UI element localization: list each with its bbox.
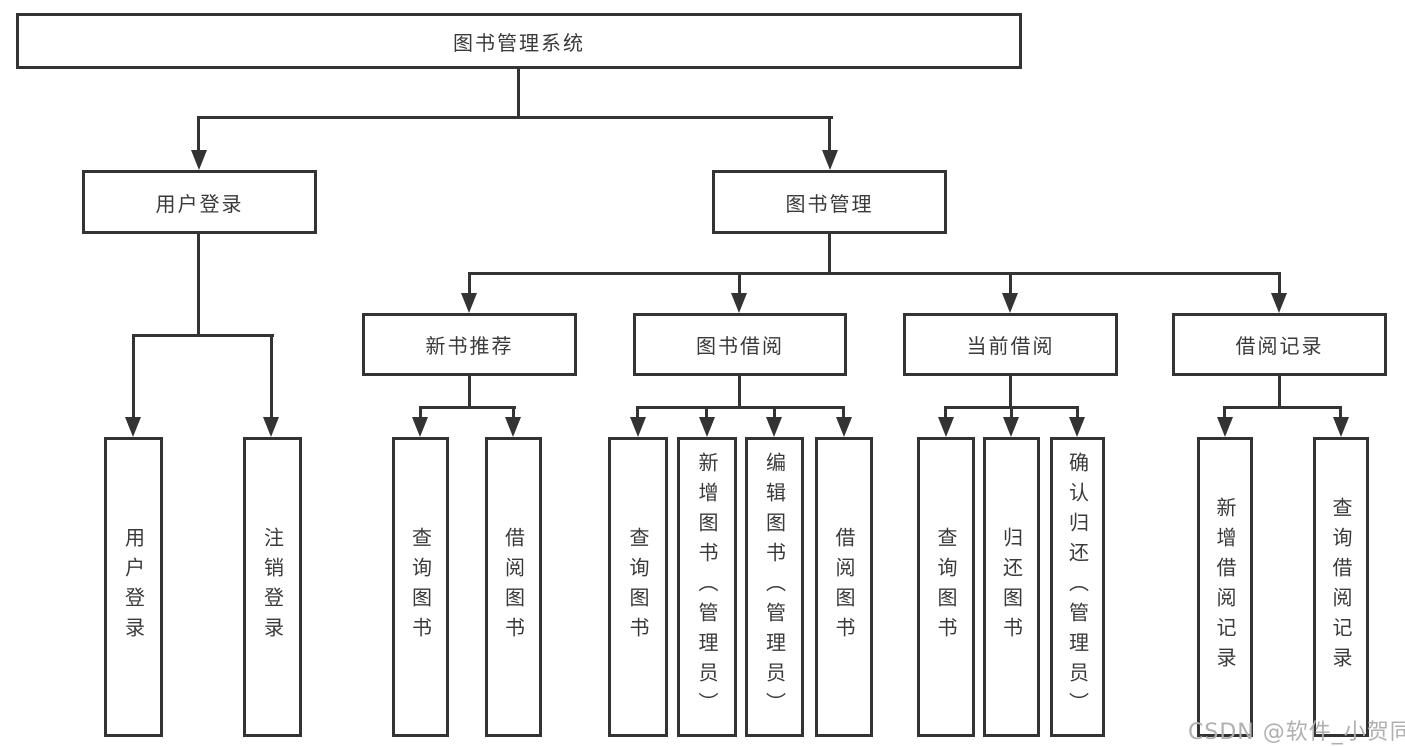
node-borrow-records: 借阅记录 [1172,313,1387,376]
connector-line [738,376,741,408]
connector-line [197,116,833,119]
connector-line [132,337,135,417]
leaf-query-book-current-label: 查询图书 [934,527,958,647]
leaf-user-login: 用户登录 [104,437,163,737]
leaf-return-book: 归还图书 [983,437,1040,737]
leaf-query-book-borrow-label: 查询图书 [626,527,650,647]
connector-line [738,275,741,293]
arrow-down-icon [191,150,207,170]
connector-line [944,406,1079,409]
arrow-down-icon [630,417,646,437]
arrow-down-icon [461,293,477,313]
arrow-down-icon [766,417,782,437]
connector-line [468,376,471,408]
arrow-down-icon [125,417,141,437]
connector-line [270,337,273,417]
leaf-query-record: 查询借阅记录 [1313,437,1369,737]
arrow-down-icon [699,417,715,437]
leaf-edit-book-label: 编辑图书（管理员） [762,452,787,722]
connector-line [517,69,520,118]
leaf-borrow-book-borrow: 借阅图书 [815,437,873,737]
arrow-down-icon [836,417,852,437]
arrow-down-icon [1003,417,1019,437]
node-book-mgmt: 图书管理 [712,170,947,234]
connector-line [636,406,845,409]
connector-line [419,406,516,409]
leaf-borrow-book-rec-label: 借阅图书 [501,527,526,647]
leaf-confirm-return: 确认归还（管理员） [1050,437,1105,737]
arrow-down-icon [1069,417,1085,437]
node-new-book-rec: 新书推荐 [362,313,577,376]
connector-line [1009,275,1012,293]
leaf-add-record: 新增借阅记录 [1197,437,1253,737]
connector-line [132,334,274,337]
arrow-down-icon [938,417,954,437]
leaf-user-login-label: 用户登录 [121,527,146,647]
connector-line [1223,406,1342,409]
connector-line [1010,409,1013,417]
node-user-login: 用户登录 [82,170,317,234]
connector-line [1339,409,1342,417]
connector-line [1009,376,1012,408]
leaf-query-book-rec: 查询图书 [392,437,449,737]
leaf-logout: 注销登录 [243,437,302,737]
connector-line [1278,275,1281,293]
leaf-query-record-label: 查询借阅记录 [1329,497,1353,677]
arrow-down-icon [505,417,521,437]
node-current-borrow-label: 当前借阅 [966,334,1055,358]
leaf-query-book-current: 查询图书 [917,437,975,737]
leaf-borrow-book-borrow-label: 借阅图书 [832,527,856,647]
connector-line [705,409,708,417]
leaf-add-record-label: 新增借阅记录 [1213,497,1237,677]
node-user-login-label: 用户登录 [155,191,244,216]
connector-line [468,275,471,293]
connector-line [512,409,515,417]
node-borrow-records-label: 借阅记录 [1235,334,1324,358]
connector-line [636,409,639,417]
arrow-down-icon [412,417,428,437]
leaf-add-book-label: 新增图书（管理员） [695,452,719,722]
node-book-borrow-label: 图书借阅 [696,334,784,358]
leaf-query-book-borrow: 查询图书 [608,437,668,737]
arrow-down-icon [822,150,838,170]
connector-line [773,409,776,417]
root-node-label: 图书管理系统 [453,30,585,55]
leaf-confirm-return-label: 确认归还（管理员） [1065,452,1090,722]
leaf-logout-label: 注销登录 [260,527,285,647]
connector-line [828,119,831,150]
leaf-add-book: 新增图书（管理员） [677,437,737,737]
connector-line [944,409,947,417]
node-book-mgmt-label: 图书管理 [785,191,874,216]
leaf-edit-book: 编辑图书（管理员） [745,437,804,737]
node-new-book-rec-label: 新书推荐 [425,334,514,358]
connector-line [468,272,1281,275]
connector-line [1076,409,1079,417]
arrow-down-icon [731,293,747,313]
connector-line [828,234,831,275]
node-current-borrow: 当前借阅 [903,313,1118,376]
arrow-down-icon [1271,293,1287,313]
connector-line [1223,409,1226,417]
watermark: CSDN @软件_小贺同学 [1188,720,1405,745]
connector-line [197,234,200,336]
leaf-borrow-book-rec: 借阅图书 [485,437,542,737]
leaf-return-book-label: 归还图书 [999,527,1024,647]
arrow-down-icon [263,417,279,437]
arrow-down-icon [1333,417,1349,437]
leaf-query-book-rec-label: 查询图书 [408,527,433,647]
node-book-borrow: 图书借阅 [633,313,847,376]
connector-line [419,409,422,417]
arrow-down-icon [1002,293,1018,313]
connector-line [1278,376,1281,408]
arrow-down-icon [1217,417,1233,437]
root-node: 图书管理系统 [16,13,1022,69]
connector-line [842,409,845,417]
connector-line [197,119,200,150]
